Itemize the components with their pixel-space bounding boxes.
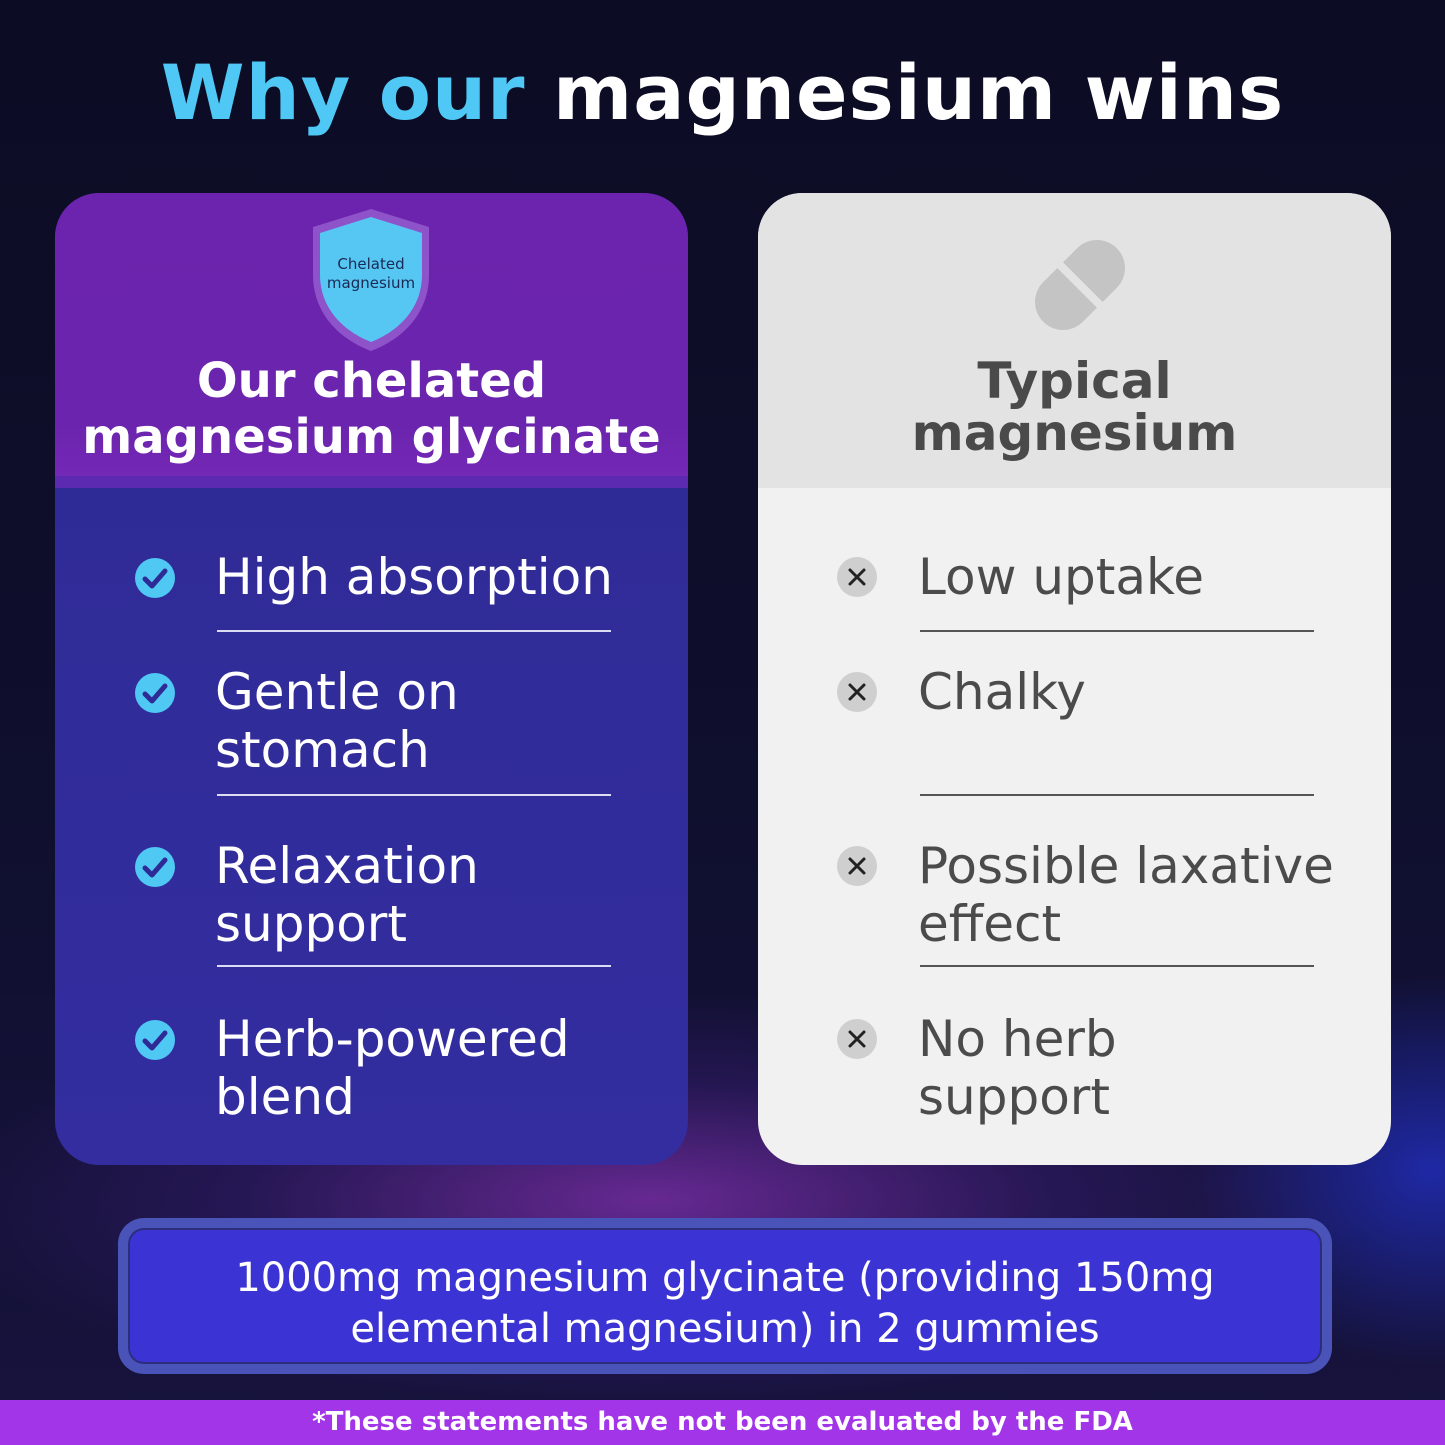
dosage-info-line1: 1000mg magnesium glycinate (providing 15…	[235, 1255, 1215, 1301]
x-circle-icon	[837, 557, 877, 597]
headline-accent: Why our	[160, 48, 526, 137]
dosage-info-line2: elemental magnesium) in 2 gummies	[350, 1306, 1100, 1352]
item-label: Herb-powered blend	[215, 1010, 665, 1126]
check-circle-icon	[135, 673, 175, 713]
our-product-card-header: Chelated magnesium Our chelated magnesiu…	[55, 193, 688, 488]
item-label-line1: Gentle on	[215, 663, 459, 721]
divider	[920, 794, 1314, 796]
item-label-line2: stomach	[215, 721, 430, 779]
our-product-card: Chelated magnesium Our chelated magnesiu…	[55, 193, 688, 1165]
our-product-title: Our chelated magnesium glycinate	[55, 353, 688, 465]
item-label-line1: No herb	[918, 1010, 1117, 1068]
divider	[217, 630, 611, 632]
item-label: Chalky	[918, 663, 1358, 721]
divider	[920, 965, 1314, 967]
item-label: Possible laxative effect	[918, 837, 1358, 953]
dosage-info-box: 1000mg magnesium glycinate (providing 15…	[118, 1218, 1332, 1374]
x-circle-icon	[837, 846, 877, 886]
typical-product-card-header: Typical magnesium	[758, 193, 1391, 488]
item-label: No herb support	[918, 1010, 1358, 1126]
check-circle-icon	[135, 847, 175, 887]
item-label-line1: Possible laxative	[918, 837, 1334, 895]
item-label-line1: Herb-powered	[215, 1010, 570, 1068]
x-circle-icon	[837, 1019, 877, 1059]
item-label-line2: support	[918, 1068, 1110, 1126]
capsule-pill-icon	[1035, 240, 1125, 330]
item-label-line1: Low uptake	[918, 548, 1204, 606]
item-label: High absorption	[215, 548, 665, 606]
divider	[217, 965, 611, 967]
item-label-line2: support	[215, 895, 407, 953]
check-circle-icon	[135, 1020, 175, 1060]
shield-icon	[313, 209, 429, 351]
item-label: Relaxation support	[215, 837, 665, 953]
headline: Why our magnesium wins	[0, 38, 1445, 148]
divider	[920, 630, 1314, 632]
check-circle-icon	[135, 558, 175, 598]
typical-product-title-line2: magnesium	[911, 404, 1238, 462]
item-label-line1: Chalky	[918, 663, 1086, 721]
fda-disclaimer: *These statements have not been evaluate…	[0, 1400, 1445, 1445]
our-product-title-line2: magnesium glycinate	[82, 409, 661, 465]
item-label-line2: blend	[215, 1068, 355, 1126]
x-circle-icon	[837, 672, 877, 712]
item-label-line2: effect	[918, 895, 1062, 953]
item-label-line1: High absorption	[215, 548, 613, 606]
divider	[217, 794, 611, 796]
headline-rest: magnesium wins	[553, 48, 1285, 137]
typical-product-card: Typical magnesium Low uptake Chalky Poss…	[758, 193, 1391, 1165]
item-label-line1: Relaxation	[215, 837, 479, 895]
our-product-title-line1: Our chelated	[196, 353, 547, 409]
typical-product-title: Typical magnesium	[758, 355, 1391, 459]
item-label: Low uptake	[918, 548, 1358, 606]
badge-label: Chelated magnesium	[326, 255, 416, 292]
item-label: Gentle on stomach	[215, 663, 665, 779]
typical-product-title-line1: Typical	[977, 352, 1172, 410]
